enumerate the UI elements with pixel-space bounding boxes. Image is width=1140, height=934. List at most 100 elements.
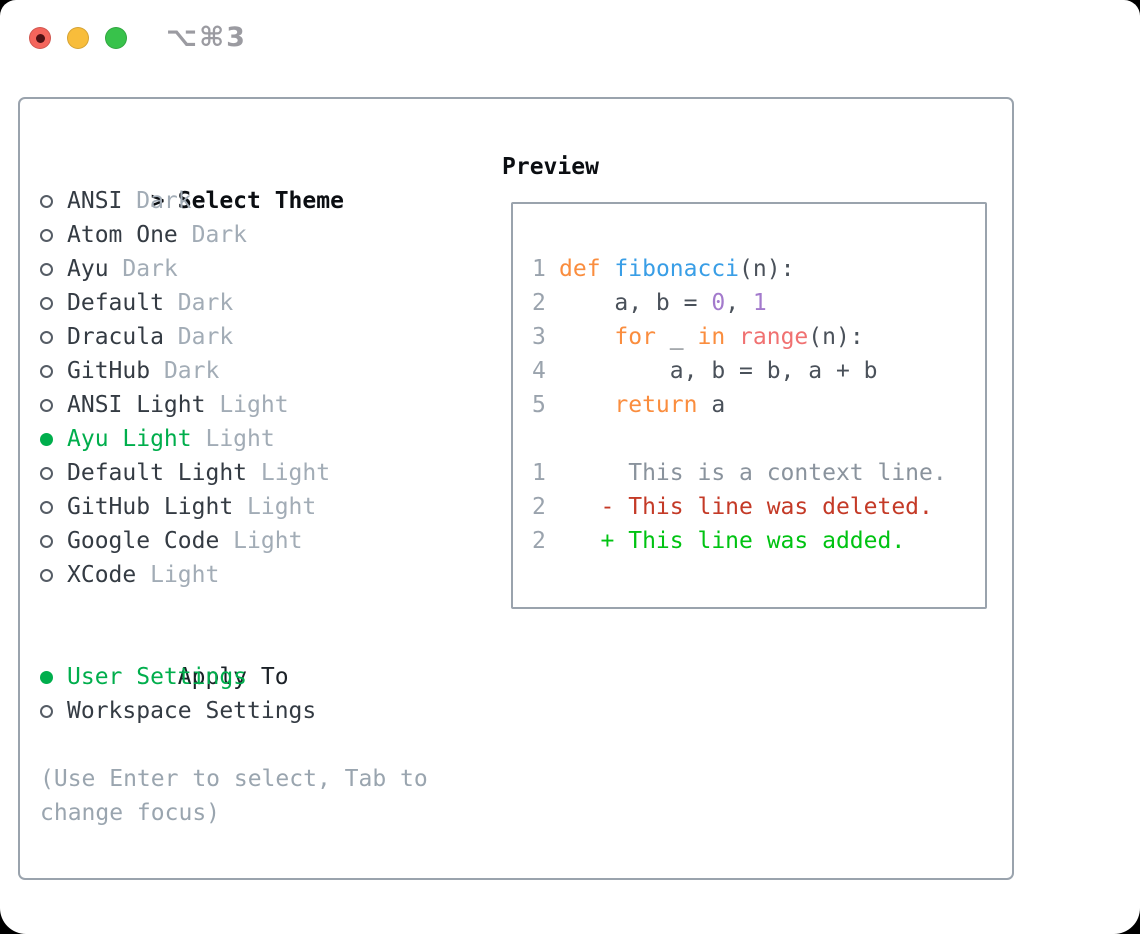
line-number: 3 [532, 324, 546, 350]
code-token: 1 [752, 290, 767, 316]
code-token: fibonacci [614, 256, 740, 282]
option-variant-label: Dark [108, 256, 178, 282]
option-label: Ayu Light [67, 426, 192, 452]
code-token: for [614, 324, 656, 350]
code-token [559, 392, 614, 418]
option-variant-label: Light [205, 392, 289, 418]
minimize-button[interactable] [67, 27, 89, 49]
radio-icon [40, 705, 53, 718]
code-line: 4 a, b = b, a + b [532, 354, 985, 388]
select-theme-header: > Select Theme [40, 150, 428, 214]
option-variant-label: Dark [163, 290, 234, 316]
option-label: XCode [67, 562, 137, 588]
option-label: GitHub Light [67, 494, 234, 520]
option-variant-label: Light [233, 494, 317, 520]
line-number: 5 [532, 392, 546, 418]
window-title: ⌥⌘3 [166, 22, 247, 53]
code-token: (n): [808, 324, 864, 350]
option-label: Workspace Settings [67, 698, 317, 724]
option-label: Google Code [67, 528, 220, 554]
radio-icon [40, 399, 53, 412]
option-label: ANSI [67, 188, 123, 214]
code-token: range [739, 324, 809, 350]
code-token: - This line was deleted. [559, 494, 933, 520]
radio-icon [40, 229, 53, 242]
theme-option-github[interactable]: GitHub Dark [40, 354, 428, 388]
option-variant-label: Light [219, 528, 303, 554]
zoom-button[interactable] [105, 27, 127, 49]
code-line [532, 422, 985, 456]
radio-selected-icon [40, 433, 53, 446]
option-variant-label: Dark [122, 188, 192, 214]
radio-icon [40, 501, 53, 514]
code-token: This is a context line. [559, 460, 947, 486]
code-token [559, 324, 614, 350]
radio-icon [40, 263, 53, 276]
option-variant-label: Dark [163, 324, 234, 350]
spacer [40, 728, 428, 762]
theme-option-google-code[interactable]: Google Code Light [40, 524, 428, 558]
radio-icon [40, 195, 53, 208]
theme-option-ayu-light[interactable]: Ayu Light Light [40, 422, 428, 456]
radio-icon [40, 331, 53, 344]
line-number: 2 [532, 494, 546, 520]
code-line: 5 return a [532, 388, 985, 422]
theme-option-ansi[interactable]: ANSI Dark [40, 184, 428, 218]
line-number: 1 [532, 256, 546, 282]
option-label: Default Light [67, 460, 248, 486]
code-token: + This line was added. [559, 528, 906, 554]
option-label: Default [67, 290, 164, 316]
option-variant-label: Light [247, 460, 331, 486]
radio-icon [40, 569, 53, 582]
theme-option-xcode[interactable]: XCode Light [40, 558, 428, 592]
theme-option-ansi-light[interactable]: ANSI Light Light [40, 388, 428, 422]
option-label: Ayu [67, 256, 109, 282]
apply-to-header: Apply To [40, 626, 428, 690]
code-token: a, b = [559, 290, 712, 316]
code-line: 2 - This line was deleted. [532, 490, 985, 524]
code-line: 1 This is a context line. [532, 456, 985, 490]
code-token: a [697, 392, 726, 418]
theme-option-default-light[interactable]: Default Light Light [40, 456, 428, 490]
radio-icon [40, 297, 53, 310]
radio-selected-icon [40, 671, 53, 684]
code-line: 2 a, b = 0, 1 [532, 286, 985, 320]
help-text-line-1: (Use Enter to select, Tab to [40, 766, 428, 792]
option-label: ANSI Light [67, 392, 206, 418]
radio-icon [40, 365, 53, 378]
line-number: 2 [532, 290, 546, 316]
code-token: a, b = b, a + b [559, 358, 878, 384]
radio-icon [40, 467, 53, 480]
preview-title: Preview [502, 154, 599, 180]
theme-option-ayu[interactable]: Ayu Dark [40, 252, 428, 286]
apply-to-title: Apply To [177, 664, 289, 690]
option-label: Atom One [67, 222, 178, 248]
code-token: return [614, 392, 698, 418]
option-variant-label: Light [136, 562, 220, 588]
close-button[interactable] [29, 27, 51, 49]
prompt-caret-icon: > [150, 188, 165, 214]
help-text-line-2: change focus) [40, 800, 221, 826]
theme-option-default[interactable]: Default Dark [40, 286, 428, 320]
code-token: in [697, 324, 726, 350]
option-variant-label: Light [191, 426, 275, 452]
line-number: 4 [532, 358, 546, 384]
theme-option-atom-one[interactable]: Atom One Dark [40, 218, 428, 252]
apply-option-user-settings[interactable]: User Settings [40, 660, 428, 694]
line-number: 1 [532, 460, 546, 486]
theme-option-dracula[interactable]: Dracula Dark [40, 320, 428, 354]
apply-option-workspace-settings[interactable]: Workspace Settings [40, 694, 428, 728]
code-line: 2 + This line was added. [532, 524, 985, 558]
option-label: User Settings [67, 664, 248, 690]
theme-option-github-light[interactable]: GitHub Light Light [40, 490, 428, 524]
select-theme-title: Select Theme [177, 188, 344, 214]
spacer [40, 592, 428, 626]
option-variant-label: Dark [177, 222, 248, 248]
code-token: , [725, 290, 753, 316]
